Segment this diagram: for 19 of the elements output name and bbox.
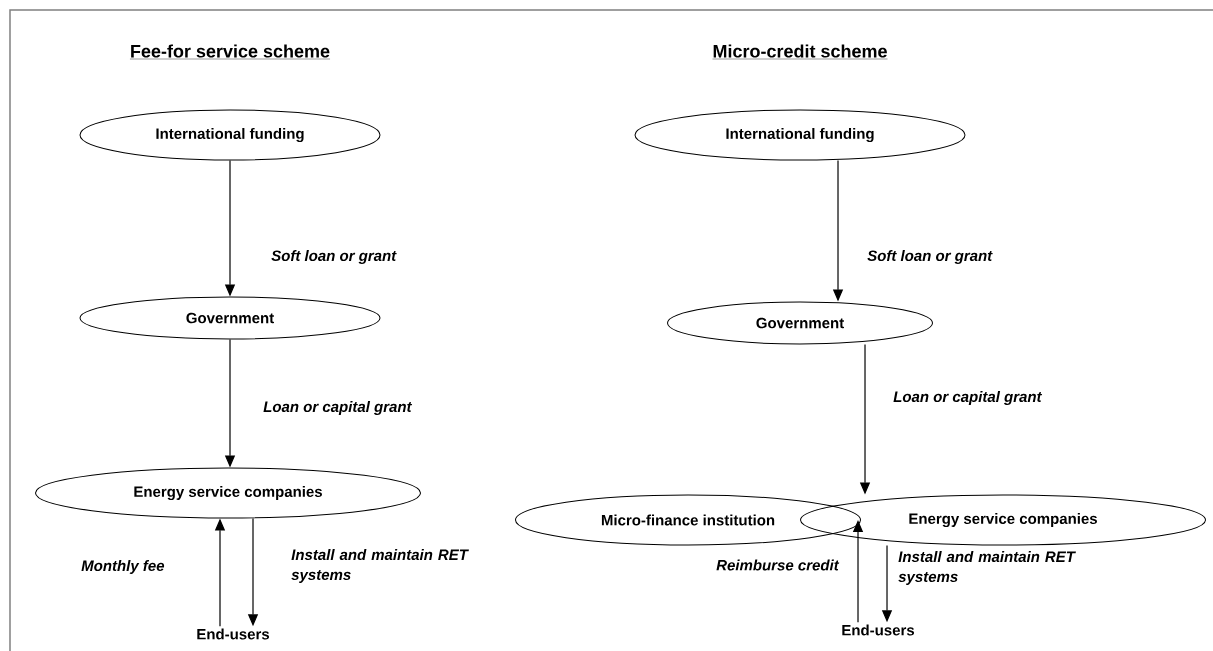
edge-label: Soft loan or grant <box>867 250 993 264</box>
node-text: End-users <box>842 624 915 636</box>
scheme-title: Micro-credit scheme <box>712 44 888 60</box>
edge-label: Install and maintain RET systems <box>898 551 1076 585</box>
ellipse-node: International funding <box>79 109 381 161</box>
ellipse-node: International funding <box>634 109 966 161</box>
edge-label: Loan or capital grant <box>893 391 1043 405</box>
edge-label: Install and maintain RET systems <box>291 549 469 583</box>
ellipse-node: Energy service companies <box>35 467 421 519</box>
ellipse-node: Energy service companies <box>800 494 1206 546</box>
edge-label: Monthly fee <box>81 560 165 574</box>
edge-label: Reimburse credit <box>716 559 840 571</box>
edge-label: Loan or capital grant <box>263 401 413 415</box>
edge-label: Soft loan or grant <box>271 250 397 264</box>
scheme-title: Fee-for service scheme <box>129 44 331 60</box>
node-text: End-users <box>197 628 270 640</box>
ellipse-node: Government <box>667 301 933 345</box>
ellipse-node: Government <box>79 296 381 340</box>
ellipse-node: Micro-finance institution <box>515 494 861 546</box>
